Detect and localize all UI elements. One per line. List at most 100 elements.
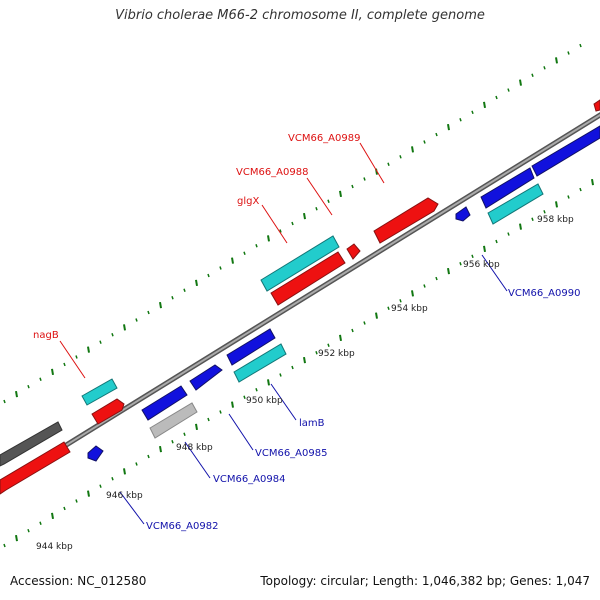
tick-mark bbox=[495, 239, 498, 244]
tick-mark bbox=[243, 251, 246, 255]
gene-red-edge bbox=[593, 99, 600, 112]
tick-mark bbox=[207, 417, 210, 422]
tick-mark bbox=[375, 312, 378, 319]
tick-mark bbox=[171, 295, 174, 300]
tick-mark bbox=[315, 206, 318, 211]
tick-mark bbox=[255, 244, 258, 248]
gene-blue-lower-1 bbox=[141, 385, 188, 421]
position-ticks: 944 kbp 946 kbp 948 kbp 950 kbp 952 kbp … bbox=[36, 215, 574, 552]
tick-mark bbox=[291, 221, 294, 226]
tick-mark bbox=[291, 365, 294, 370]
tick-mark bbox=[87, 490, 90, 497]
map-title: Vibrio cholerae M66-2 chromosome II, com… bbox=[115, 8, 485, 23]
tick-mark bbox=[519, 223, 522, 230]
tick-mark bbox=[387, 306, 390, 310]
tick-958: 958 kbp bbox=[537, 215, 574, 225]
tick-lines bbox=[3, 43, 594, 548]
tick-946: 946 kbp bbox=[106, 491, 143, 501]
leader-lines bbox=[59, 142, 508, 525]
gene-red-long-left bbox=[0, 441, 71, 495]
tick-mark bbox=[15, 534, 18, 542]
tick-mark bbox=[327, 199, 330, 204]
tick-mark bbox=[303, 212, 306, 220]
tick-mark bbox=[15, 390, 18, 398]
gene-VCM66_A0990 bbox=[455, 206, 471, 222]
tick-mark bbox=[99, 484, 102, 488]
tick-mark bbox=[483, 101, 486, 109]
label-VCM66_A0985: VCM66_A0985 bbox=[255, 448, 327, 459]
tick-mark bbox=[243, 395, 246, 399]
tick-mark bbox=[339, 334, 342, 342]
tick-mark bbox=[183, 432, 186, 437]
tick-mark bbox=[555, 201, 558, 208]
tick-mark bbox=[135, 318, 138, 322]
tick-950: 950 kbp bbox=[246, 396, 283, 406]
tick-mark bbox=[579, 43, 582, 48]
tick-mark bbox=[507, 232, 510, 236]
tick-mark bbox=[447, 267, 450, 275]
tick-mark bbox=[507, 88, 510, 92]
tick-mark bbox=[543, 210, 546, 214]
tick-mark bbox=[387, 162, 390, 166]
tick-mark bbox=[471, 254, 474, 259]
tick-mark bbox=[423, 140, 426, 144]
label-VCM66_A0990: VCM66_A0990 bbox=[508, 288, 580, 299]
tick-mark bbox=[399, 155, 402, 159]
tick-mark bbox=[435, 276, 438, 281]
tick-mark bbox=[147, 454, 150, 459]
tick-mark bbox=[183, 288, 186, 293]
tick-956: 956 kbp bbox=[463, 260, 500, 270]
genome-backbone bbox=[0, 112, 600, 489]
tick-mark bbox=[555, 57, 558, 64]
accession-text: Accession: NC_012580 bbox=[10, 574, 147, 588]
tick-mark bbox=[159, 301, 162, 309]
label-VCM66_A0988: VCM66_A0988 bbox=[236, 167, 308, 178]
label-VCM66_A0982: VCM66_A0982 bbox=[146, 521, 218, 532]
tick-954: 954 kbp bbox=[391, 304, 428, 314]
tick-mark bbox=[363, 321, 366, 325]
tick-mark bbox=[423, 284, 426, 288]
tick-mark bbox=[363, 177, 366, 181]
tick-mark bbox=[75, 499, 78, 503]
tick-mark bbox=[39, 521, 42, 526]
gene-dark-grey bbox=[0, 421, 63, 467]
tick-mark bbox=[231, 401, 234, 408]
inner-tick-line bbox=[3, 178, 594, 548]
gene-blue-lower-2 bbox=[226, 328, 276, 366]
gene-red-tiny bbox=[346, 243, 361, 260]
gene-nagB bbox=[81, 378, 118, 406]
label-VCM66_A0984: VCM66_A0984 bbox=[213, 474, 285, 485]
tick-mark bbox=[531, 217, 534, 221]
tick-mark bbox=[459, 261, 462, 266]
genome-summary-text: Topology: circular; Length: 1,046,382 bp… bbox=[260, 574, 590, 588]
tick-952: 952 kbp bbox=[318, 349, 355, 359]
tick-mark bbox=[279, 229, 282, 233]
gene-glgX bbox=[260, 235, 340, 292]
tick-mark bbox=[519, 79, 522, 86]
tick-mark bbox=[3, 399, 6, 404]
tick-mark bbox=[339, 190, 342, 198]
tick-mark bbox=[63, 506, 66, 511]
tick-mark bbox=[27, 384, 30, 389]
tick-mark bbox=[567, 195, 570, 199]
genes bbox=[0, 99, 600, 495]
gene-red-small bbox=[91, 398, 125, 425]
tick-mark bbox=[87, 346, 90, 353]
tick-mark bbox=[495, 95, 498, 100]
gene-labels: nagB glgX VCM66_A0988 VCM66_A0989 VCM66_… bbox=[33, 133, 580, 532]
tick-944: 944 kbp bbox=[36, 542, 73, 552]
tick-mark bbox=[411, 290, 414, 297]
tick-mark bbox=[39, 377, 42, 382]
tick-mark bbox=[267, 379, 270, 386]
label-VCM66_A0989: VCM66_A0989 bbox=[288, 133, 360, 144]
tick-mark bbox=[471, 110, 474, 115]
gene-lamB bbox=[233, 343, 287, 383]
tick-mark bbox=[75, 355, 78, 359]
tick-mark bbox=[159, 445, 162, 453]
tick-mark bbox=[327, 343, 330, 348]
tick-mark bbox=[195, 279, 198, 287]
gene-cyan-lower bbox=[487, 183, 544, 225]
gene-VCM66_A0988 bbox=[270, 251, 346, 306]
tick-mark bbox=[591, 178, 594, 186]
